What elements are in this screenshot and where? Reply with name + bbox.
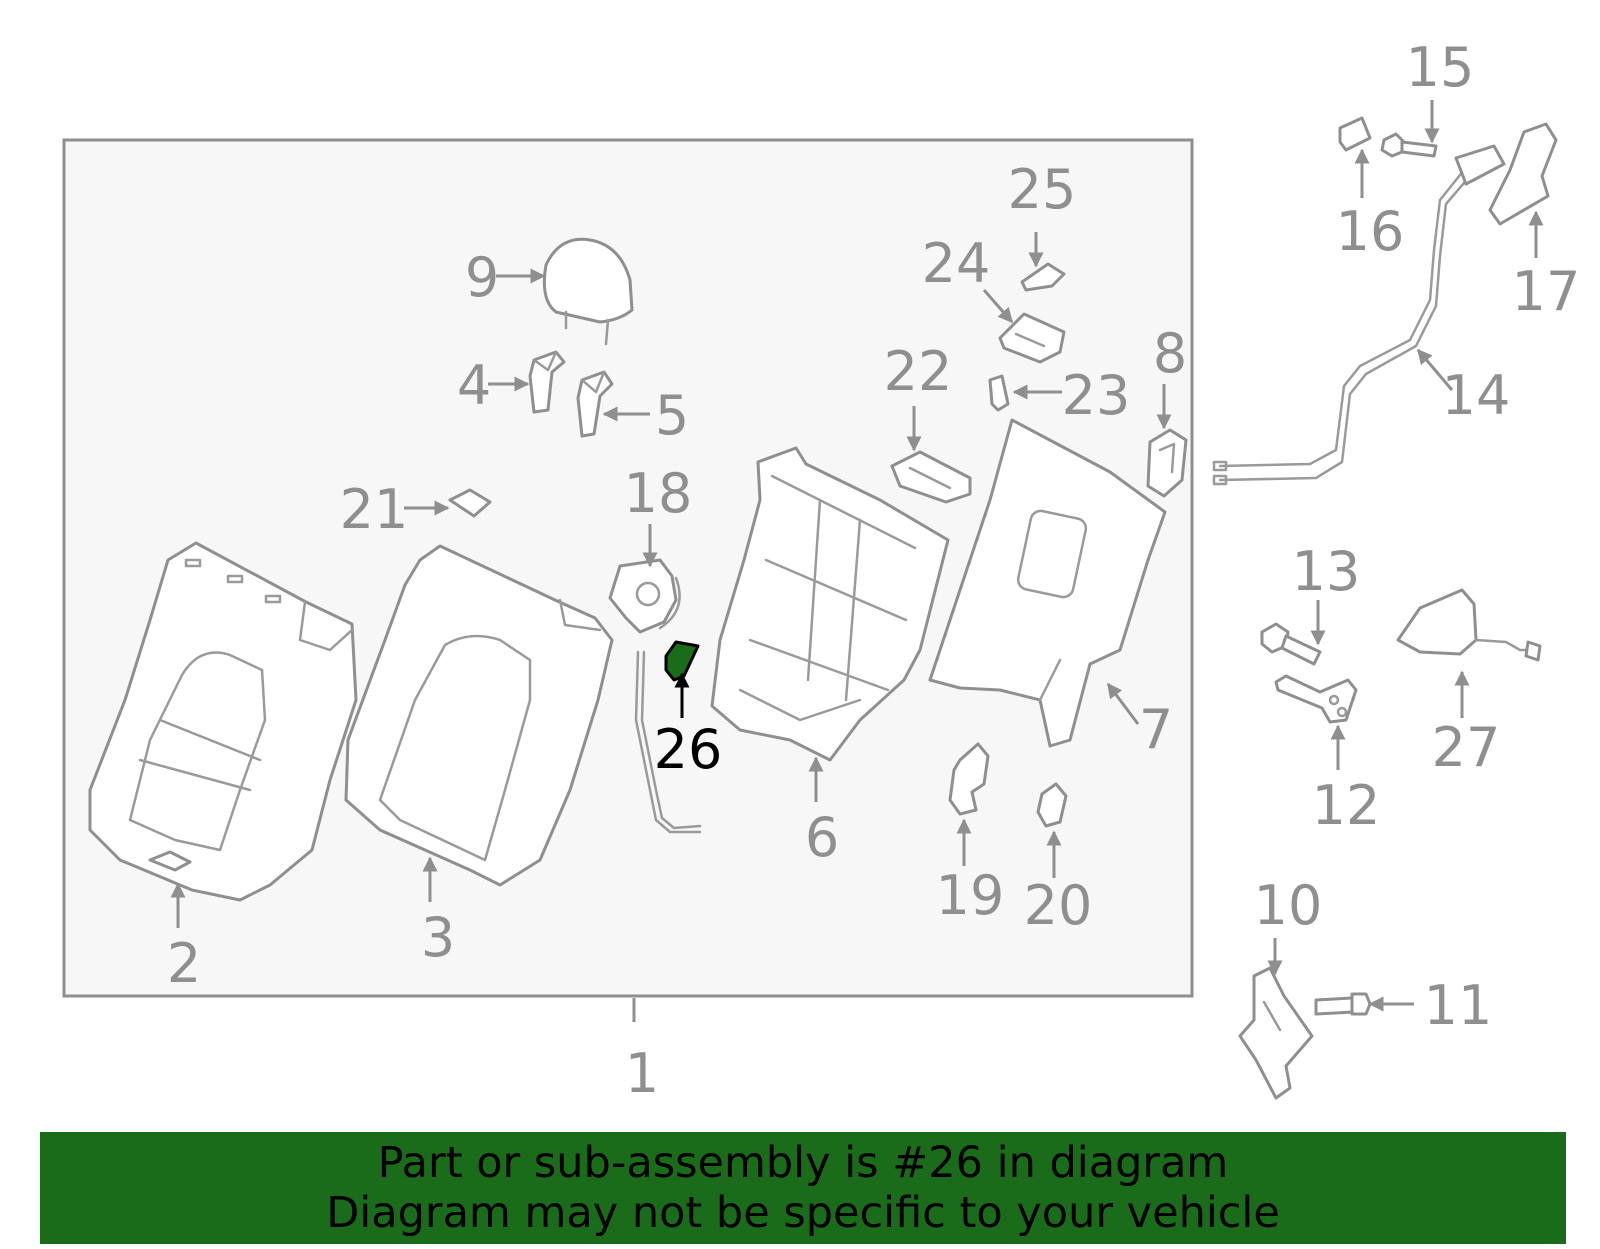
- callout-1: 1: [625, 1042, 659, 1105]
- callout-20: 20: [1024, 874, 1093, 937]
- part-12-bracket: [1274, 674, 1358, 724]
- part-11-bolt: [1314, 992, 1372, 1016]
- part-6-seat-back-frame: [710, 446, 950, 762]
- info-banner: Part or sub-assembly is #26 in diagram D…: [40, 1132, 1566, 1244]
- part-24-cover: [998, 312, 1066, 364]
- part-20-clip: [1036, 782, 1068, 828]
- part-25-clip: [1020, 262, 1066, 292]
- part-9-headrest: [542, 237, 634, 346]
- callout-19: 19: [936, 864, 1005, 927]
- part-8-handle: [1146, 428, 1188, 498]
- part-3-seat-back-pad: [344, 544, 614, 887]
- callout-6: 6: [805, 806, 839, 869]
- part-16-cap: [1338, 116, 1372, 152]
- callout-11: 11: [1424, 974, 1493, 1037]
- callout-5: 5: [655, 384, 689, 447]
- callout-15: 15: [1406, 36, 1475, 99]
- part-14-wire-harness: [1212, 144, 1506, 486]
- banner-line-part: Part or sub-assembly is #26 in diagram: [377, 1138, 1229, 1188]
- callout-25: 25: [1008, 158, 1077, 221]
- callout-27: 27: [1432, 716, 1501, 779]
- part-13-bolt: [1260, 622, 1322, 666]
- part-18-hinge-bracket: [608, 558, 681, 634]
- callout-26: 26: [654, 718, 723, 781]
- part-2-seat-back-cover: [88, 541, 358, 902]
- callout-22: 22: [884, 340, 953, 403]
- callout-10: 10: [1254, 874, 1323, 937]
- callout-24: 24: [922, 232, 991, 295]
- callout-9: 9: [465, 246, 499, 309]
- callout-4: 4: [457, 354, 491, 417]
- part-10-bracket: [1238, 966, 1314, 1100]
- callout-13: 13: [1292, 540, 1361, 603]
- leader-arrows: [170, 100, 1544, 1012]
- callout-23: 23: [1062, 364, 1131, 427]
- part-17-cover: [1488, 122, 1558, 226]
- callout-16: 16: [1336, 200, 1405, 263]
- part-27-bracket: [1396, 588, 1542, 662]
- part-15-bolt: [1380, 132, 1438, 158]
- callout-2: 2: [167, 932, 201, 995]
- callout-labels: 1 2 3 4 5 6 7 8 9 10 11 12 13 14 15 16 1…: [167, 36, 1581, 1105]
- part-22-latch: [890, 450, 972, 504]
- part-19-bracket: [948, 742, 990, 816]
- part-5-headrest-guide: [576, 370, 614, 438]
- callout-21: 21: [340, 478, 409, 541]
- release-cable: [634, 650, 702, 834]
- part-7-back-panel: [928, 418, 1167, 748]
- callout-14: 14: [1442, 364, 1511, 427]
- callout-3: 3: [421, 906, 455, 969]
- callout-12: 12: [1312, 774, 1381, 837]
- part-23-clip: [988, 374, 1010, 412]
- callout-17: 17: [1512, 260, 1581, 323]
- banner-line-disclaimer: Diagram may not be specific to your vehi…: [326, 1188, 1280, 1238]
- part-4-headrest-guide: [528, 350, 566, 414]
- callout-18: 18: [624, 462, 693, 525]
- callout-7: 7: [1139, 698, 1173, 761]
- callout-8: 8: [1153, 322, 1187, 385]
- part-21-clip: [448, 488, 492, 518]
